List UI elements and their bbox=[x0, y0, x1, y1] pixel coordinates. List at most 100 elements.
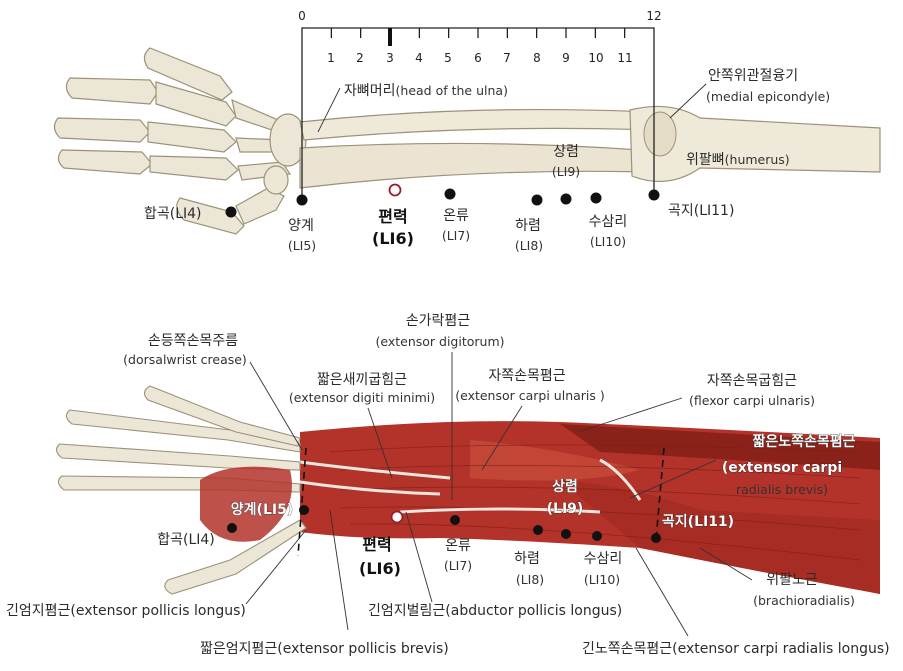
measuring-ruler: 0 12 1 2 3 4 5 6 7 8 9 10 11 bbox=[298, 9, 662, 200]
finger-bone bbox=[143, 47, 233, 101]
label-epl: 긴엄지폄근(extensor pollicis longus) bbox=[6, 603, 246, 619]
label-li7-bottom-code: (LI7) bbox=[444, 558, 472, 573]
elbow-crease-line bbox=[655, 447, 665, 541]
label-ecu-ko: 자쪽손목폄근 bbox=[488, 368, 565, 384]
label-li5-bottom: 양계(LI5) bbox=[231, 502, 293, 518]
label-li6-bottom-code: (LI6) bbox=[359, 559, 401, 578]
label-li4-bottom: 합곡(LI4) bbox=[157, 532, 215, 548]
point-li6 bbox=[388, 183, 402, 197]
label-li9-ko: 상렴 bbox=[553, 144, 579, 160]
point-li4 bbox=[225, 206, 237, 218]
label-ecrb-ko: 짧은노쪽손목폄근 bbox=[752, 433, 855, 450]
point-li8-bottom bbox=[533, 525, 543, 535]
point-li6-bottom bbox=[390, 510, 404, 524]
thumb-bone bbox=[176, 197, 245, 235]
label-li9-code: (LI9) bbox=[552, 164, 580, 179]
point-li7 bbox=[444, 188, 456, 200]
label-ecrb-en2: radialis brevis) bbox=[736, 482, 828, 497]
label-li5-code: (LI5) bbox=[288, 238, 316, 253]
ulna-bone bbox=[299, 108, 657, 141]
label-li6-code: (LI6) bbox=[372, 229, 414, 248]
label-ext-digitorum-ko: 손가락폄근 bbox=[406, 313, 471, 329]
finger-bone bbox=[147, 121, 237, 153]
label-li6-ko: 편력 bbox=[378, 207, 407, 226]
ruler-label: 2 bbox=[356, 51, 364, 65]
ruler-label: 6 bbox=[474, 51, 482, 65]
finger-bone bbox=[53, 117, 151, 143]
label-ecu-en: (extensor carpi ulnaris ) bbox=[455, 388, 605, 403]
bottom-leader-lines bbox=[245, 352, 753, 637]
label-medial-epicondyle-en: (medial epicondyle) bbox=[706, 89, 830, 104]
elbow-epicondyle bbox=[643, 111, 677, 157]
label-ecrl: 긴노쪽손목폄근(extensor carpi radialis longus) bbox=[582, 641, 890, 657]
ruler-label: 11 bbox=[617, 51, 632, 65]
top-labels: 자뼈머리(head of the ulna) 안쪽위관절융기 (medial e… bbox=[144, 68, 830, 253]
leader-line bbox=[317, 87, 341, 133]
label-ecrb-en1: (extensor carpi bbox=[722, 460, 842, 476]
label-dorsal-crease-ko: 손등쪽손목주름 bbox=[148, 333, 238, 349]
label-li8-ko: 하렴 bbox=[515, 218, 541, 234]
label-li10-ko: 수삼리 bbox=[589, 214, 628, 230]
label-li9-bottom-ko: 상렴 bbox=[552, 479, 578, 495]
point-li4-bottom bbox=[227, 523, 237, 533]
label-ext-digiti-minimi-en: (extensor digiti minimi) bbox=[289, 390, 435, 405]
point-li9-bottom bbox=[561, 529, 571, 539]
ruler-label: 10 bbox=[588, 51, 603, 65]
ruler-label: 9 bbox=[562, 51, 570, 65]
point-li5 bbox=[296, 194, 308, 206]
label-li10-bottom-code: (LI10) bbox=[584, 572, 620, 587]
brachioradialis-muscle bbox=[560, 480, 880, 594]
label-li7-bottom-ko: 온류 bbox=[445, 538, 471, 554]
finger-bone bbox=[155, 81, 237, 127]
label-medial-epicondyle-ko: 안쪽위관절융기 bbox=[708, 68, 798, 84]
label-ulna-head: 자뼈머리(head of the ulna) bbox=[344, 83, 508, 99]
label-li8-bottom-ko: 하렴 bbox=[514, 551, 540, 567]
label-humerus: 위팔뼈(humerus) bbox=[686, 152, 790, 168]
bottom-labels: 손등쪽손목주름 (dorsalwrist crease) 손가락폄근 (exte… bbox=[6, 313, 890, 657]
radius-bone bbox=[299, 142, 649, 189]
label-li11: 곡지(LI11) bbox=[668, 203, 734, 219]
label-ext-digiti-minimi-ko: 짧은새끼굽힘근 bbox=[317, 372, 407, 388]
ruler-label: 5 bbox=[444, 51, 452, 65]
label-epb: 짧은엄지폄근(extensor pollicis brevis) bbox=[200, 641, 449, 657]
label-fcu-en: (flexor carpi ulnaris) bbox=[689, 393, 815, 408]
finger-bone bbox=[149, 155, 239, 181]
label-fcu-ko: 자쪽손목굽힘근 bbox=[707, 373, 797, 389]
label-li11-bottom: 곡지(LI11) bbox=[662, 514, 734, 530]
hand-intrinsic-muscles bbox=[200, 466, 292, 542]
label-apl: 긴엄지벌림근(abductor pollicis longus) bbox=[368, 603, 622, 619]
ruler-label: 1 bbox=[327, 51, 335, 65]
label-brachioradialis-ko: 위팔노근 bbox=[766, 572, 818, 588]
thumb-bone bbox=[235, 187, 285, 225]
label-li8-bottom-code: (LI8) bbox=[516, 572, 544, 587]
ruler-label: 8 bbox=[533, 51, 541, 65]
label-li7-code: (LI7) bbox=[442, 228, 470, 243]
label-brachioradialis-en: (brachioradialis) bbox=[753, 593, 855, 608]
point-li8 bbox=[531, 194, 543, 206]
skeleton-illustration bbox=[53, 47, 881, 235]
point-li11-bottom bbox=[651, 533, 661, 543]
finger-bone bbox=[57, 149, 153, 175]
carpal-bones bbox=[263, 165, 289, 195]
finger-bone bbox=[65, 77, 159, 105]
label-dorsal-crease-en: (dorsalwrist crease) bbox=[123, 352, 247, 367]
point-li7-bottom bbox=[450, 515, 460, 525]
muscle-illustration bbox=[55, 385, 880, 595]
humerus-bone bbox=[629, 105, 881, 182]
ruler-label-start: 0 bbox=[298, 9, 306, 23]
label-li5-ko: 양계 bbox=[288, 218, 314, 234]
label-li4: 합곡(LI4) bbox=[144, 206, 202, 222]
label-li10-bottom-ko: 수삼리 bbox=[584, 551, 623, 567]
ruler-label: 4 bbox=[415, 51, 423, 65]
label-li8-code: (LI8) bbox=[515, 238, 543, 253]
leader-line bbox=[669, 83, 707, 119]
point-li5-bottom bbox=[299, 505, 309, 515]
label-li6-bottom-ko: 편력 bbox=[362, 535, 391, 554]
ruler-label: 3 bbox=[386, 51, 394, 65]
label-li10-code: (LI10) bbox=[590, 234, 626, 249]
extensor-carpi-ulnaris-muscle bbox=[470, 440, 640, 481]
label-li9-bottom-code: (LI9) bbox=[547, 501, 584, 517]
label-li7-ko: 온류 bbox=[443, 208, 469, 224]
point-li10-bottom bbox=[592, 531, 602, 541]
